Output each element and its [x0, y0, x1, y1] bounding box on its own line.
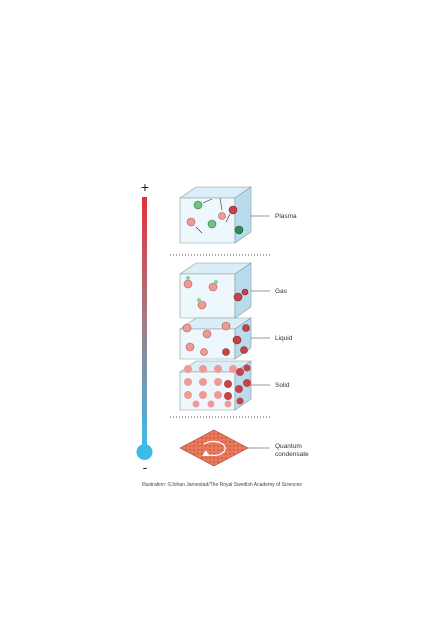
label-gas: Gas: [275, 288, 288, 295]
label-liquid: Liquid: [275, 335, 293, 342]
plasma-cube: [179, 186, 252, 244]
label-solid: Solid: [275, 382, 290, 389]
plus-sign: +: [141, 179, 149, 195]
temperature-bar: [142, 197, 147, 449]
thermometer-bulb: [136, 444, 153, 460]
minus-sign: -: [143, 459, 148, 475]
gas-cube: [179, 262, 252, 319]
label-condensate-line1: Quantum: [275, 443, 302, 450]
label-condensate-line2: condensate: [275, 451, 309, 458]
liquid-cube: [179, 317, 252, 360]
solid-cube: [179, 360, 252, 411]
illustration-credit: Illustration: ©Johan Jarnestad/The Royal…: [142, 482, 302, 488]
quantum-condensate-plate: [179, 429, 249, 467]
label-plasma: Plasma: [275, 213, 297, 220]
